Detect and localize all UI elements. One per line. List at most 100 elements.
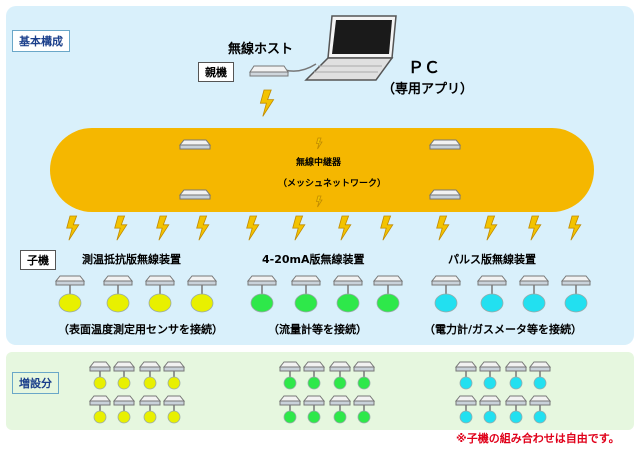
expansion-node-r1-g2-3-router-icon xyxy=(328,361,352,372)
signal-bolt-child-icon-4 xyxy=(196,215,210,241)
expansion-node-r2-g2-1-sensor-icon xyxy=(283,410,297,424)
group-caption-4-20ma: （流量計等を接続） xyxy=(268,323,367,336)
expansion-node-r2-g2-2-sensor-icon xyxy=(307,410,321,424)
signal-bolt-child-icon-8 xyxy=(380,215,394,241)
child-unit-label: 子機 xyxy=(20,250,56,270)
child-node-g1-1-router-icon xyxy=(54,275,86,286)
child-node-g2-3-sensor-icon xyxy=(336,293,360,313)
expansion-node-r1-g2-4-sensor-icon xyxy=(357,376,371,390)
relay-title: 無線中継器 xyxy=(296,158,342,168)
child-node-g1-3-router-icon xyxy=(144,275,176,286)
expansion-node-r2-g3-1-sensor-icon xyxy=(459,410,473,424)
relay-inner-bolt-icon-2 xyxy=(315,195,323,208)
footnote: ※子機の組み合わせは自由です。 xyxy=(456,432,620,445)
signal-bolt-child-icon-2 xyxy=(114,215,128,241)
expansion-node-r2-g2-2-router-icon xyxy=(302,395,326,406)
basic-config-tag: 基本構成 xyxy=(12,30,70,52)
expansion-node-r1-g1-2-router-icon xyxy=(112,361,136,372)
relay-unit-icon-3 xyxy=(428,139,462,150)
child-node-g1-3-sensor-icon xyxy=(148,293,172,313)
expansion-node-r2-g1-2-sensor-icon xyxy=(117,410,131,424)
expansion-node-r1-g3-1-sensor-icon xyxy=(459,376,473,390)
child-node-g1-4-sensor-icon xyxy=(190,293,214,313)
expansion-tag: 増設分 xyxy=(12,372,59,394)
expansion-node-r2-g1-1-router-icon xyxy=(88,395,112,406)
child-node-g2-4-router-icon xyxy=(372,275,404,286)
signal-bolt-child-icon-10 xyxy=(484,215,498,241)
expansion-node-r2-g3-4-sensor-icon xyxy=(533,410,547,424)
expansion-node-r1-g3-2-router-icon xyxy=(478,361,502,372)
child-node-g2-2-sensor-icon xyxy=(294,293,318,313)
expansion-node-r1-g1-1-sensor-icon xyxy=(93,376,107,390)
expansion-node-r1-g2-3-sensor-icon xyxy=(333,376,347,390)
expansion-node-r1-g2-1-sensor-icon xyxy=(283,376,297,390)
wireless-host-title: 無線ホスト xyxy=(228,42,294,57)
relay-unit-icon-1 xyxy=(178,139,212,150)
expansion-node-r2-g1-4-sensor-icon xyxy=(167,410,181,424)
group-title-4-20ma: 4-20mA版無線装置 xyxy=(262,253,365,266)
wireless-host-device-icon xyxy=(249,65,289,77)
expansion-node-r2-g2-3-sensor-icon xyxy=(333,410,347,424)
host-cable xyxy=(284,63,317,72)
expansion-node-r2-g3-2-sensor-icon xyxy=(483,410,497,424)
signal-bolt-child-icon-9 xyxy=(436,215,450,241)
child-node-g2-1-router-icon xyxy=(246,275,278,286)
signal-bolt-child-icon-1 xyxy=(66,215,80,241)
expansion-node-r2-g1-4-router-icon xyxy=(162,395,186,406)
child-node-g3-3-sensor-icon xyxy=(522,293,546,313)
child-node-g1-2-sensor-icon xyxy=(106,293,130,313)
expansion-node-r2-g3-3-sensor-icon xyxy=(509,410,523,424)
relay-unit-icon-2 xyxy=(178,189,212,200)
expansion-node-r1-g1-1-router-icon xyxy=(88,361,112,372)
expansion-node-r2-g1-3-sensor-icon xyxy=(143,410,157,424)
expansion-node-r1-g1-2-sensor-icon xyxy=(117,376,131,390)
signal-bolt-child-icon-7 xyxy=(338,215,352,241)
expansion-node-r1-g1-4-sensor-icon xyxy=(167,376,181,390)
pc-label: ＰＣ xyxy=(408,58,441,77)
expansion-node-r2-g3-2-router-icon xyxy=(478,395,502,406)
signal-bolt-child-icon-5 xyxy=(246,215,260,241)
expansion-node-r1-g2-1-router-icon xyxy=(278,361,302,372)
expansion-node-r1-g3-4-router-icon xyxy=(528,361,552,372)
expansion-node-r2-g1-3-router-icon xyxy=(138,395,162,406)
child-node-g2-1-sensor-icon xyxy=(250,293,274,313)
child-node-g3-4-sensor-icon xyxy=(564,293,588,313)
expansion-node-r1-g2-2-router-icon xyxy=(302,361,326,372)
signal-bolt-host-icon xyxy=(259,89,275,117)
child-node-g3-2-router-icon xyxy=(476,275,508,286)
signal-bolt-child-icon-6 xyxy=(292,215,306,241)
relay-unit-icon-4 xyxy=(428,189,462,200)
expansion-node-r2-g1-2-router-icon xyxy=(112,395,136,406)
laptop-icon xyxy=(304,15,397,81)
child-node-g3-3-router-icon xyxy=(518,275,550,286)
group-caption-rtd: （表面温度測定用センサを接続） xyxy=(58,323,223,336)
expansion-node-r2-g2-4-router-icon xyxy=(352,395,376,406)
expansion-node-r1-g2-4-router-icon xyxy=(352,361,376,372)
expansion-node-r1-g3-2-sensor-icon xyxy=(483,376,497,390)
child-node-g3-1-router-icon xyxy=(430,275,462,286)
expansion-node-r1-g1-3-sensor-icon xyxy=(143,376,157,390)
signal-bolt-child-icon-12 xyxy=(568,215,582,241)
group-caption-pulse: （電力計/ガスメータ等を接続） xyxy=(424,323,583,336)
expansion-node-r1-g3-3-sensor-icon xyxy=(509,376,523,390)
pc-subtitle: （専用アプリ） xyxy=(382,82,474,97)
child-node-g2-2-router-icon xyxy=(290,275,322,286)
expansion-node-r1-g1-4-router-icon xyxy=(162,361,186,372)
child-node-g1-2-router-icon xyxy=(102,275,134,286)
child-node-g2-3-router-icon xyxy=(332,275,364,286)
expansion-node-r2-g1-1-sensor-icon xyxy=(93,410,107,424)
expansion-node-r1-g3-3-router-icon xyxy=(504,361,528,372)
expansion-node-r2-g2-4-sensor-icon xyxy=(357,410,371,424)
child-node-g3-4-router-icon xyxy=(560,275,592,286)
expansion-node-r1-g3-4-sensor-icon xyxy=(533,376,547,390)
expansion-node-r1-g2-2-sensor-icon xyxy=(307,376,321,390)
child-node-g3-2-sensor-icon xyxy=(480,293,504,313)
expansion-node-r2-g2-1-router-icon xyxy=(278,395,302,406)
signal-bolt-child-icon-3 xyxy=(156,215,170,241)
child-node-g2-4-sensor-icon xyxy=(376,293,400,313)
expansion-node-r2-g3-1-router-icon xyxy=(454,395,478,406)
expansion-node-r1-g3-1-router-icon xyxy=(454,361,478,372)
expansion-node-r2-g3-3-router-icon xyxy=(504,395,528,406)
child-node-g3-1-sensor-icon xyxy=(434,293,458,313)
group-title-rtd: 測温抵抗版無線装置 xyxy=(82,253,181,266)
